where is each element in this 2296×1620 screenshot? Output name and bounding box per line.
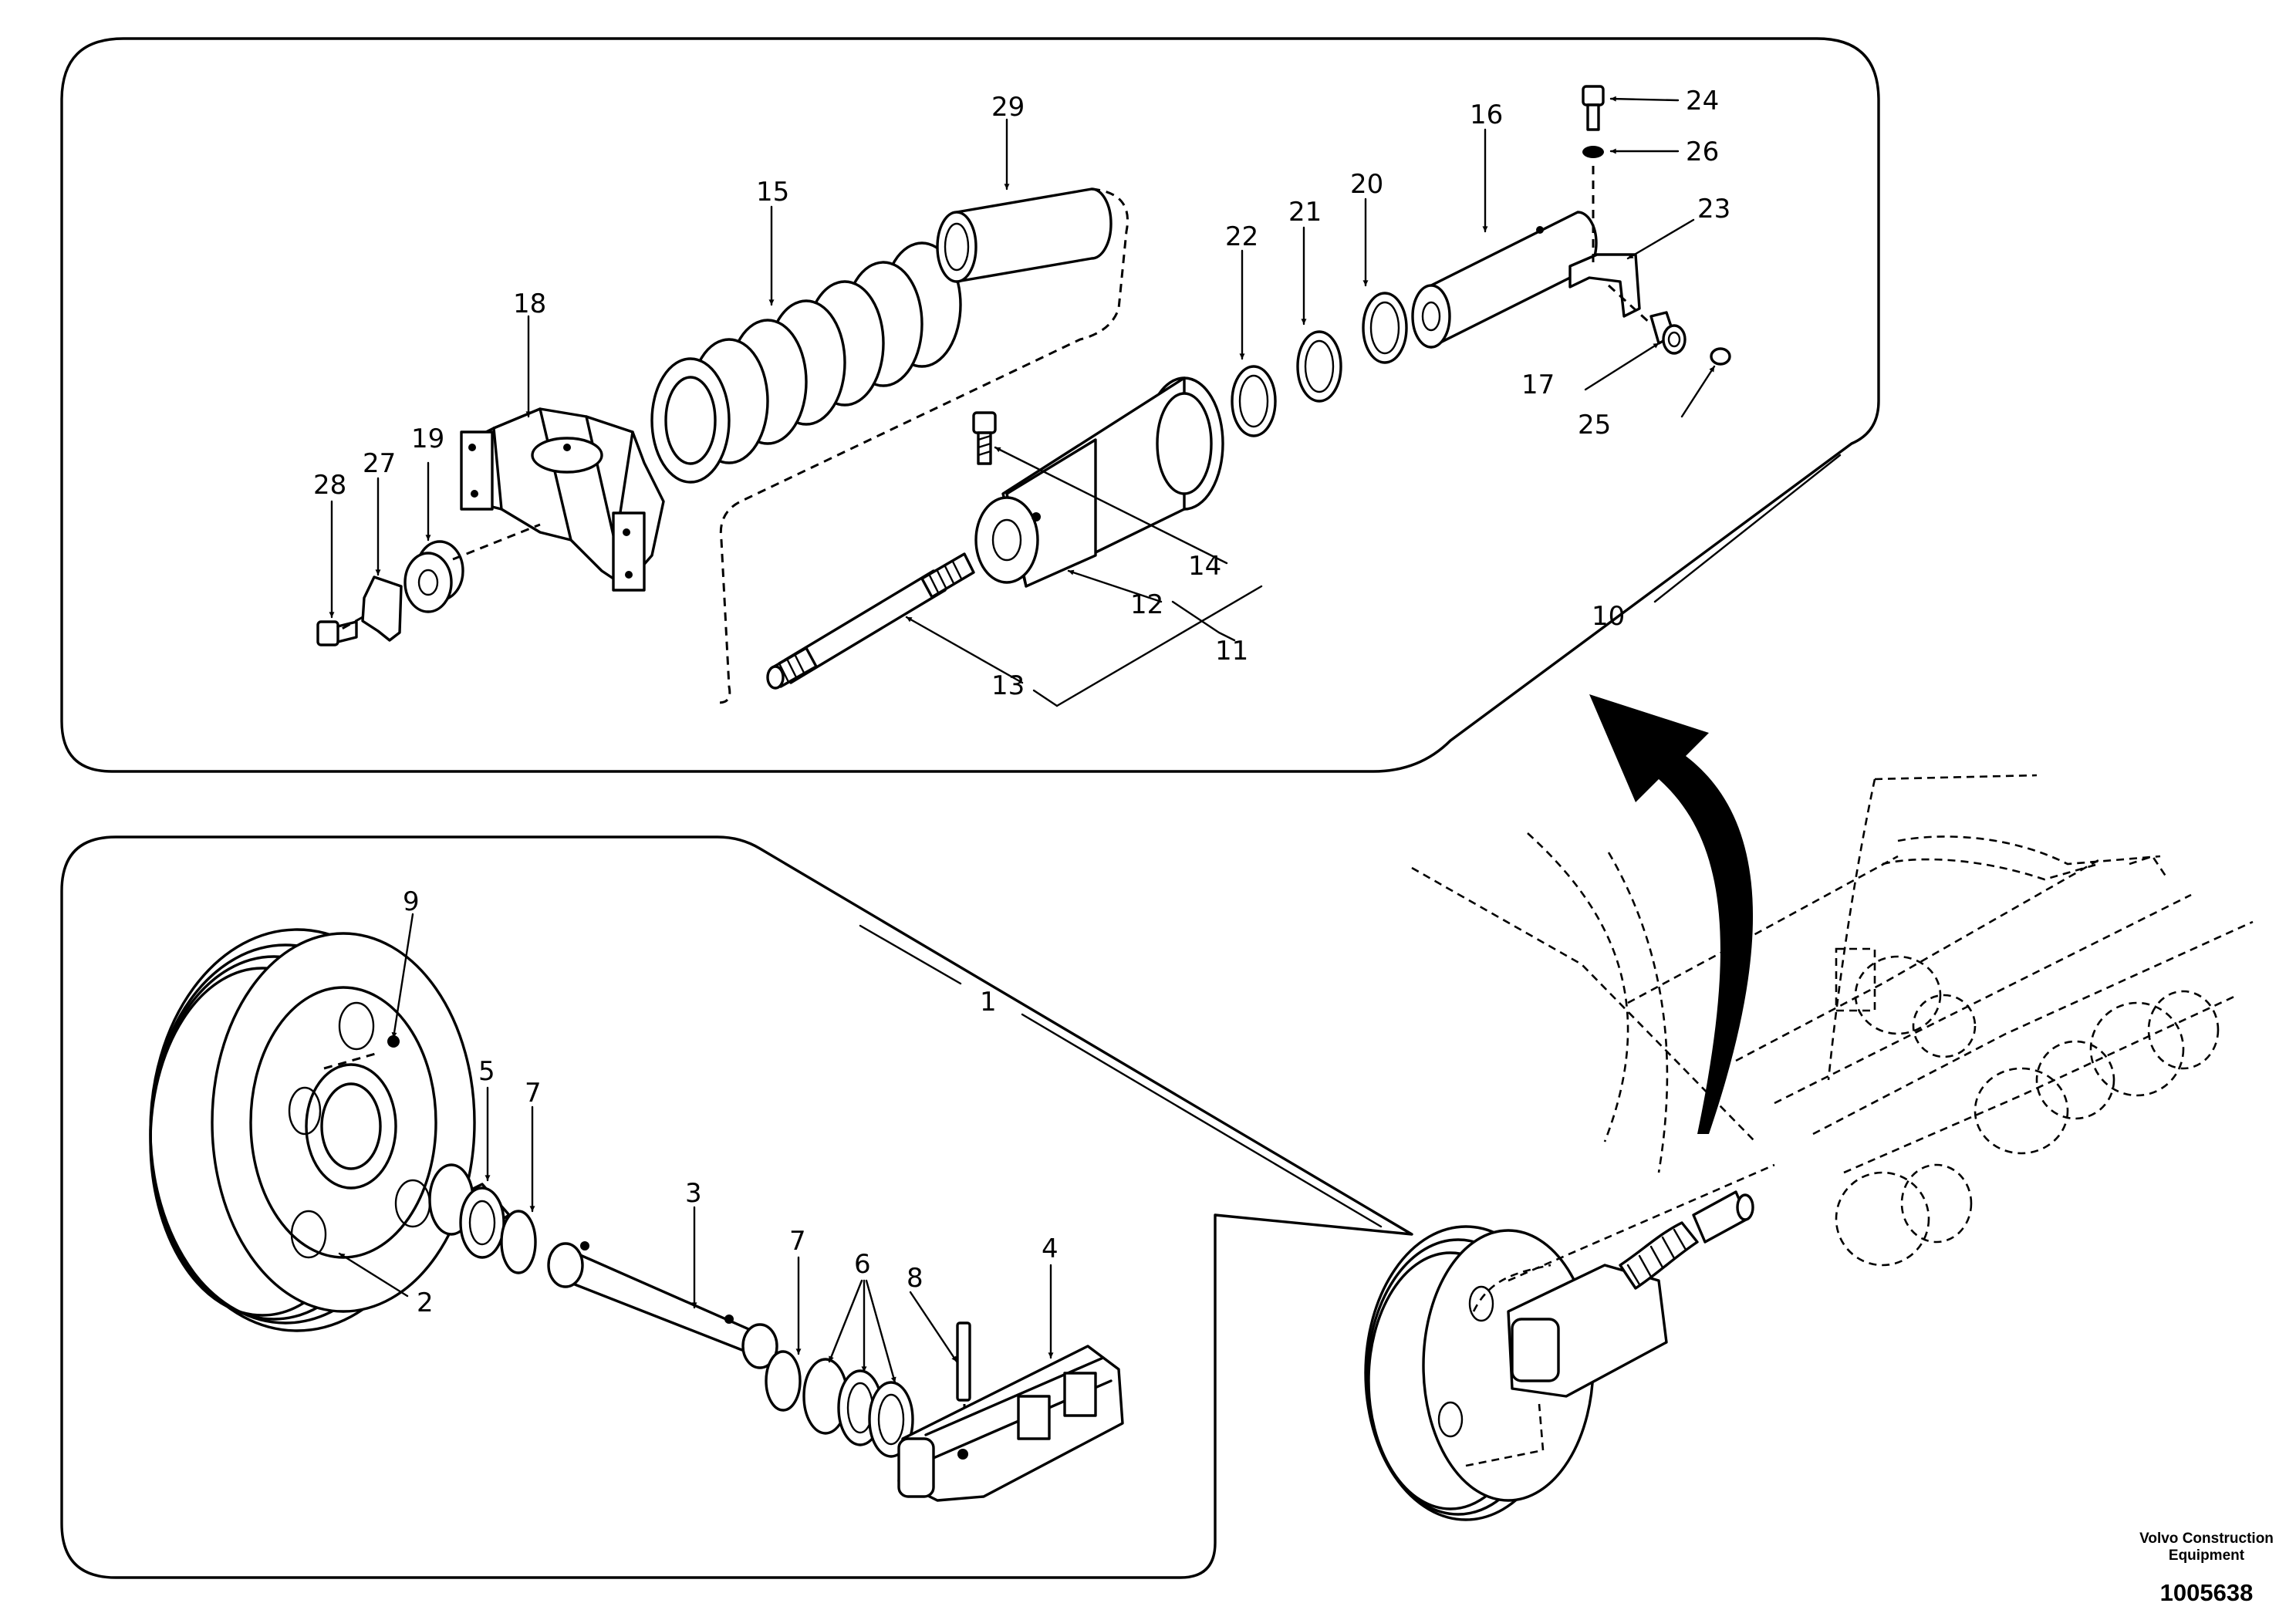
bolt-part-24 (1582, 85, 1605, 131)
callout-16: 16 (1470, 100, 1503, 130)
idler-wheel-part-2 (149, 928, 476, 1332)
footer: Volvo Construction Equipment 1005638 (2139, 1531, 2274, 1606)
leader-1b (859, 924, 962, 985)
seal-part-20 (1362, 292, 1408, 364)
threaded-rod-part-13 (766, 552, 975, 690)
callout-7b: 7 (789, 1226, 806, 1257)
callout-3: 3 (685, 1178, 702, 1209)
callout-23: 23 (1697, 194, 1730, 224)
undercarriage-view (1364, 774, 2254, 1521)
callout-21: 21 (1288, 197, 1322, 228)
floating-seal-part-6 (802, 1358, 914, 1458)
cylinder-part-12 (974, 376, 1224, 588)
callout-1: 1 (980, 987, 997, 1018)
lock-plate-part-27 (361, 575, 403, 642)
leader-arrows (329, 96, 1716, 1384)
callout-14: 14 (1188, 551, 1221, 582)
washer-part-26 (1582, 146, 1604, 158)
callout-5: 5 (478, 1056, 495, 1087)
spring-seat-part-18 (460, 407, 665, 592)
callout-4: 4 (1042, 1234, 1059, 1264)
callout-19: 19 (411, 424, 444, 454)
pin-part-8 (956, 1321, 971, 1402)
callout-17: 17 (1521, 370, 1555, 400)
callout-6: 6 (854, 1249, 871, 1280)
o-ring-part-7b (765, 1350, 802, 1412)
brand-line-1: Volvo Construction (2139, 1531, 2274, 1547)
callout-13: 13 (991, 670, 1025, 701)
idler-bracket-part-4 (897, 1345, 1124, 1502)
grease-valve-part-17 (1649, 311, 1687, 355)
nut-part-19 (403, 540, 464, 613)
callout-8: 8 (907, 1263, 923, 1294)
leader-10 (1653, 454, 1842, 603)
bracket-part-23 (1568, 253, 1641, 318)
idler-shaft-part-3 (547, 1241, 778, 1369)
callout-28: 28 (313, 470, 346, 501)
callout-18: 18 (513, 289, 546, 319)
recoil-spring-part-15 (650, 241, 962, 484)
tensioner-assembly-panel (60, 37, 1880, 773)
callout-20: 20 (1350, 169, 1383, 200)
leader-1 (1021, 1013, 1383, 1228)
callout-15: 15 (756, 177, 789, 208)
callout-12: 12 (1130, 589, 1163, 620)
bolt-part-28 (316, 620, 358, 646)
callout-22: 22 (1225, 221, 1258, 252)
callout-26: 26 (1686, 137, 1719, 167)
callout-10: 10 (1592, 601, 1625, 632)
callout-labels: 29 15 18 19 27 28 22 21 20 16 24 26 23 1… (313, 86, 1730, 1318)
o-ring-part-7a (500, 1210, 537, 1274)
callout-24: 24 (1686, 86, 1719, 116)
zoom-arrow (1589, 694, 1754, 1134)
callout-2: 2 (417, 1288, 434, 1318)
callout-9: 9 (403, 886, 420, 917)
seal-part-21 (1296, 330, 1342, 403)
grease-fitting-part-25 (1710, 347, 1731, 366)
document-number: 1005638 (2160, 1579, 2254, 1606)
brand-line-2: Equipment (2169, 1547, 2245, 1564)
idler-assembly-panel (60, 835, 1413, 1579)
spacer-tube-part-29 (936, 187, 1113, 283)
seal-part-22 (1231, 365, 1277, 437)
callout-27: 27 (363, 448, 396, 479)
callout-25: 25 (1578, 410, 1611, 440)
callout-7a: 7 (525, 1078, 542, 1109)
bolt-part-14 (972, 411, 997, 465)
callout-29: 29 (991, 92, 1025, 123)
callout-11: 11 (1215, 636, 1248, 667)
